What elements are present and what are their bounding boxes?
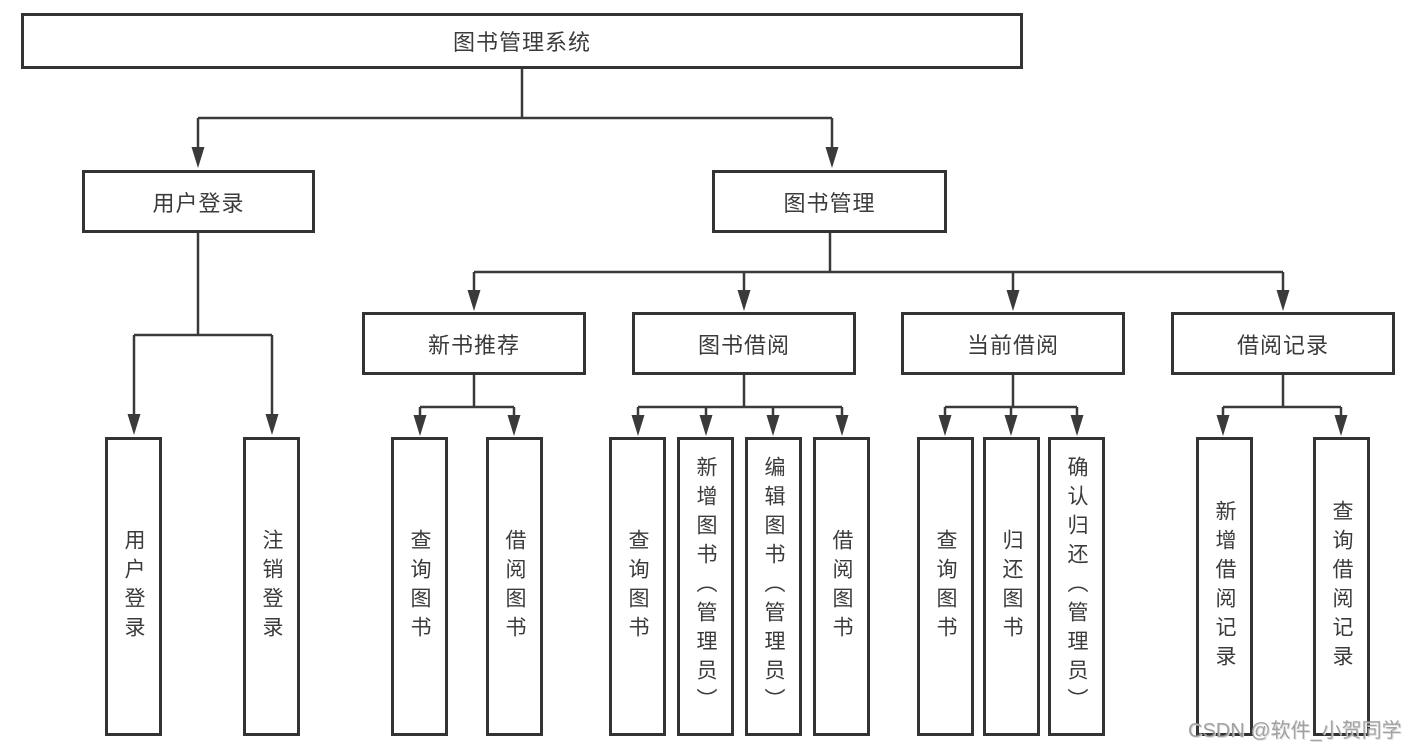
leaf-records-query-borrow-record: 查询借阅记录: [1313, 437, 1370, 736]
arrow-down-icon: [631, 415, 645, 436]
arrow-down-icon: [1334, 415, 1348, 436]
node-borrow-records: 借阅记录: [1171, 312, 1395, 375]
node-current-borrow: 当前借阅: [901, 312, 1125, 375]
leaf-current-query-books: 查询图书: [917, 437, 974, 736]
arrow-down-icon: [699, 415, 713, 436]
leaf-user-login: 用户登录: [105, 437, 162, 736]
leaf-label: 新增借阅记录: [1213, 499, 1236, 674]
leaf-borrow-edit-books-admin: 编辑图书（管理员）: [745, 437, 802, 736]
arrow-down-icon: [1004, 415, 1018, 436]
connector-records-to-leaves: [1216, 375, 1348, 436]
node-user-login: 用户登录: [82, 170, 315, 233]
arrow-down-icon: [835, 415, 849, 436]
arrow-down-icon: [825, 147, 839, 168]
leaf-label: 查询图书: [408, 528, 431, 645]
connector-recommend-to-leaves: [413, 375, 521, 436]
node-book-management: 图书管理: [712, 170, 947, 233]
connector-login-to-leaves: [127, 233, 279, 435]
leaf-borrow-borrow-books: 借阅图书: [813, 437, 870, 736]
leaf-logout: 注销登录: [243, 437, 300, 736]
csdn-watermark: CSDN @软件_小贺同学: [1188, 720, 1402, 742]
leaf-borrow-query-books: 查询图书: [609, 437, 666, 736]
leaf-borrow-add-books-admin: 新增图书（管理员）: [677, 437, 734, 736]
leaf-recommend-borrow-books: 借阅图书: [486, 437, 543, 736]
connector-current-to-leaves: [938, 375, 1084, 436]
leaf-label: 归还图书: [1000, 528, 1023, 645]
leaf-current-confirm-return-admin: 确认归还（管理员）: [1048, 437, 1105, 736]
arrow-down-icon: [1216, 415, 1230, 436]
arrow-down-icon: [507, 415, 521, 436]
connector-mgmt-to-level3: [467, 233, 1290, 311]
leaf-label: 新增图书（管理员）: [694, 456, 717, 717]
arrow-down-icon: [127, 414, 141, 435]
arrow-down-icon: [1070, 415, 1084, 436]
leaf-label: 用户登录: [122, 528, 145, 645]
arrow-down-icon: [938, 415, 952, 436]
arrow-down-icon: [191, 147, 205, 168]
arrow-down-icon: [737, 290, 751, 311]
node-root-library-system: 图书管理系统: [21, 13, 1023, 69]
leaf-recommend-query-books: 查询图书: [391, 437, 448, 736]
leaf-records-add-borrow-record: 新增借阅记录: [1196, 437, 1253, 736]
leaf-label: 借阅图书: [830, 528, 853, 645]
leaf-label: 查询借阅记录: [1330, 499, 1353, 674]
arrow-down-icon: [413, 415, 427, 436]
leaf-label: 注销登录: [260, 528, 283, 645]
leaf-label: 确认归还（管理员）: [1065, 456, 1088, 717]
node-book-borrow: 图书借阅: [632, 312, 856, 375]
arrow-down-icon: [467, 290, 481, 311]
connector-root-to-level2: [191, 69, 839, 168]
arrow-down-icon: [1276, 290, 1290, 311]
arrow-down-icon: [766, 415, 780, 436]
connector-borrow-to-leaves: [631, 375, 849, 436]
arrow-down-icon: [265, 414, 279, 435]
leaf-label: 编辑图书（管理员）: [762, 456, 785, 717]
arrow-down-icon: [1006, 290, 1020, 311]
leaf-label: 查询图书: [934, 528, 957, 645]
leaf-label: 借阅图书: [503, 528, 526, 645]
leaf-current-return-books: 归还图书: [983, 437, 1040, 736]
node-new-book-recommend: 新书推荐: [362, 312, 586, 375]
leaf-label: 查询图书: [626, 528, 649, 645]
